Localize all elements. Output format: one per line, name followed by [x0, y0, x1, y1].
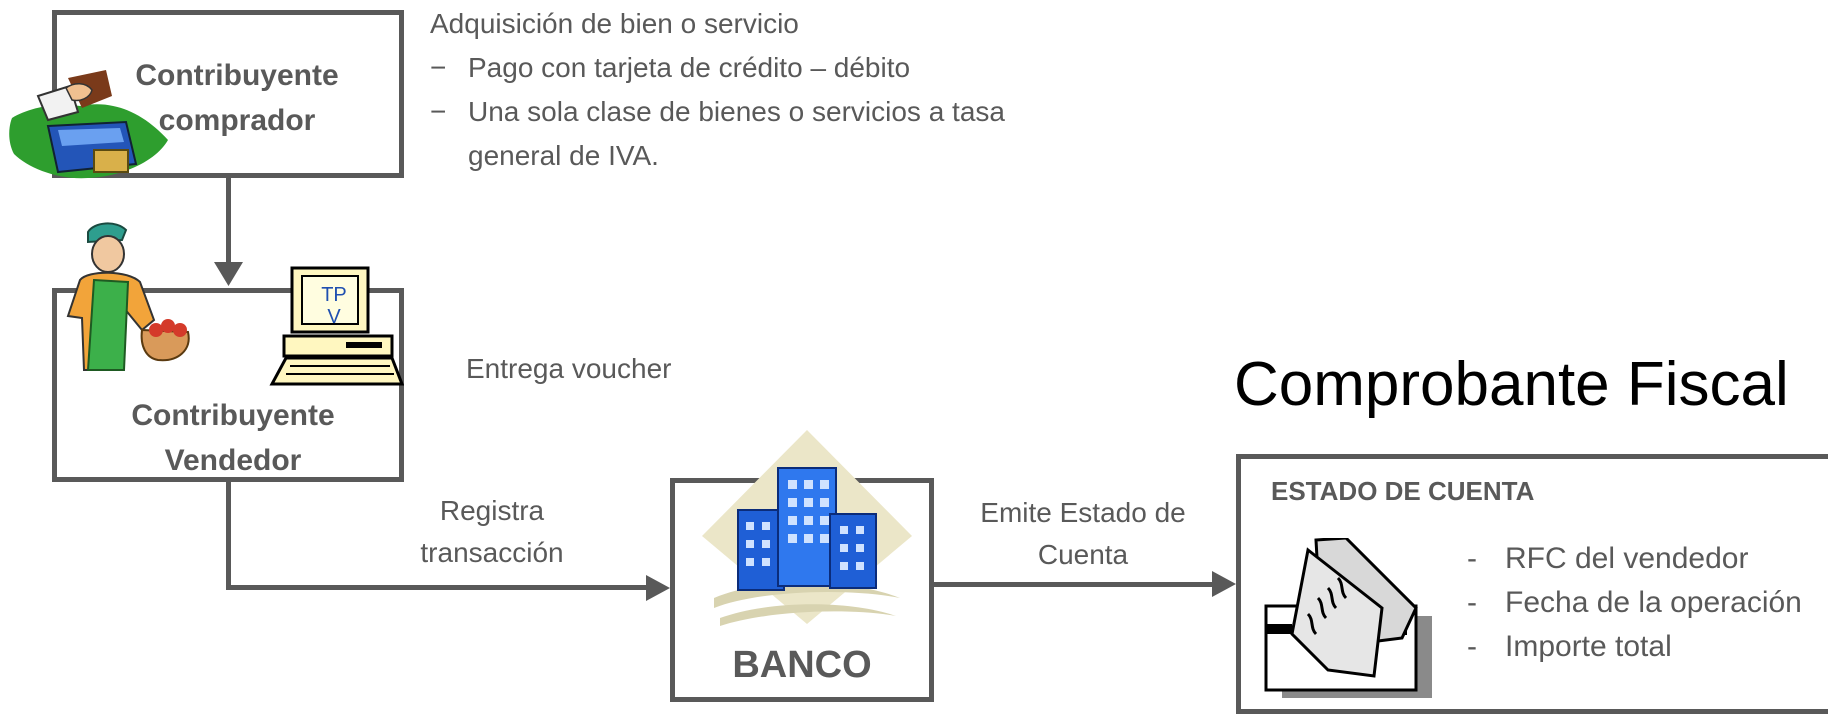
purchase-heading: Adquisición de bien o servicio — [430, 8, 799, 39]
purchase-item-1: − Pago con tarjeta de crédito – débito — [430, 46, 1080, 90]
purchase-description: Adquisición de bien o servicio − Pago co… — [430, 2, 1080, 178]
bank-label: BANCO — [732, 644, 872, 686]
statement-item-1: - RFC del vendedor — [1467, 537, 1828, 581]
register-label-line1: Registra — [439, 495, 545, 526]
statement-item-1-bullet: - — [1467, 542, 1477, 575]
buyer-label-line1: Contribuyente — [135, 59, 339, 92]
statement-item-2: - Fecha de la operación — [1467, 581, 1828, 625]
pos-terminal-icon — [269, 266, 404, 386]
purchase-item-2-bullet: − — [430, 96, 447, 127]
voucher-label: Entrega voucher — [466, 353, 672, 384]
arrow-right-icon — [1212, 571, 1236, 597]
arrow-down-icon — [214, 262, 243, 286]
emit-label: Emite Estado de Cuenta — [958, 492, 1208, 576]
buyer-label: Contribuyente comprador — [77, 53, 397, 143]
terminal-label: TP V — [321, 284, 347, 328]
seller-to-bank-line-vertical — [226, 482, 231, 590]
statement-title: ESTADO DE CUENTA — [1271, 476, 1535, 506]
purchase-item-2-continuation: general de IVA. — [468, 140, 659, 171]
emit-label-line2: Cuenta — [1037, 539, 1129, 570]
card-payment-icon — [9, 70, 168, 179]
register-label: Registra transacción — [392, 490, 592, 574]
statement-item-1-text: RFC del vendedor — [1505, 542, 1749, 575]
statement-list: - RFC del vendedor - Fecha de la operaci… — [1467, 537, 1828, 669]
vendor-person-icon — [66, 222, 190, 371]
purchase-item-2-text: Una sola clase de bienes o servicios a t… — [468, 96, 1005, 127]
fiscal-title: Comprobante Fiscal — [1234, 350, 1789, 419]
statement-item-3-text: Importe total — [1505, 630, 1672, 663]
buyer-to-seller-line — [226, 178, 231, 270]
seller-to-bank-line-horizontal — [226, 585, 648, 590]
purchase-item-1-text: Pago con tarjeta de crédito – débito — [468, 52, 911, 83]
statement-item-2-text: Fecha de la operación — [1505, 586, 1802, 619]
purchase-item-2: − Una sola clase de bienes o servicios a… — [430, 90, 1080, 178]
purchase-item-1-bullet: − — [430, 52, 447, 83]
arrow-right-icon — [646, 575, 670, 601]
buyer-label-line2: comprador — [158, 104, 316, 137]
bank-building-icon — [702, 430, 912, 626]
bank-to-statement-line — [934, 582, 1214, 587]
seller-label: Contribuyente Vendedor — [87, 393, 379, 483]
statement-item-2-bullet: - — [1467, 586, 1477, 619]
emit-label-line1: Emite Estado de — [980, 497, 1186, 528]
register-label-line2: transacción — [420, 537, 564, 568]
statement-item-3: - Importe total — [1467, 625, 1828, 669]
document-envelope-icon — [1264, 538, 1432, 698]
seller-label-line1: Contribuyente — [131, 399, 335, 432]
seller-label-line2: Vendedor — [164, 444, 302, 477]
statement-item-3-bullet: - — [1467, 630, 1477, 663]
